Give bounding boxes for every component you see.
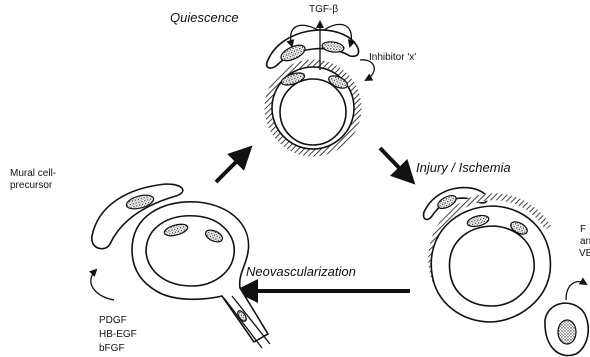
arrow-neovasc-to-quiescence (216, 154, 244, 182)
arrow-quiescence-to-injury (380, 148, 407, 176)
label-cut-line1: F (580, 224, 586, 235)
label-cut-line3: VE (579, 248, 590, 259)
label-quiescence: Quiescence (170, 10, 239, 25)
quiescent-vessel (267, 30, 359, 153)
mural-cell-precursor-label: Mural cell- precursor (10, 168, 56, 191)
label-hb-egf: HB-EGF (99, 329, 137, 340)
label-bfgf: bFGF (99, 343, 125, 354)
label-injury: Injury / Ischemia (416, 160, 511, 175)
label-pdgf: PDGF (99, 315, 127, 326)
injured-vessel (424, 188, 551, 322)
label-tgf-beta: TGF-β (309, 4, 338, 15)
label-neovascularization: Neovascularization (246, 264, 356, 279)
label-cut-line2: an (580, 236, 590, 247)
growth-factor-signal: PDGF HB-EGF bFGF (91, 270, 137, 354)
label-inhibitor: Inhibitor 'x' (369, 52, 416, 63)
label-mural-line2: precursor (10, 180, 53, 191)
label-mural-line1: Mural cell- (10, 168, 56, 179)
inhibitor-signal: Inhibitor 'x' (360, 52, 416, 80)
inflammatory-cell: F an VE (545, 224, 590, 356)
